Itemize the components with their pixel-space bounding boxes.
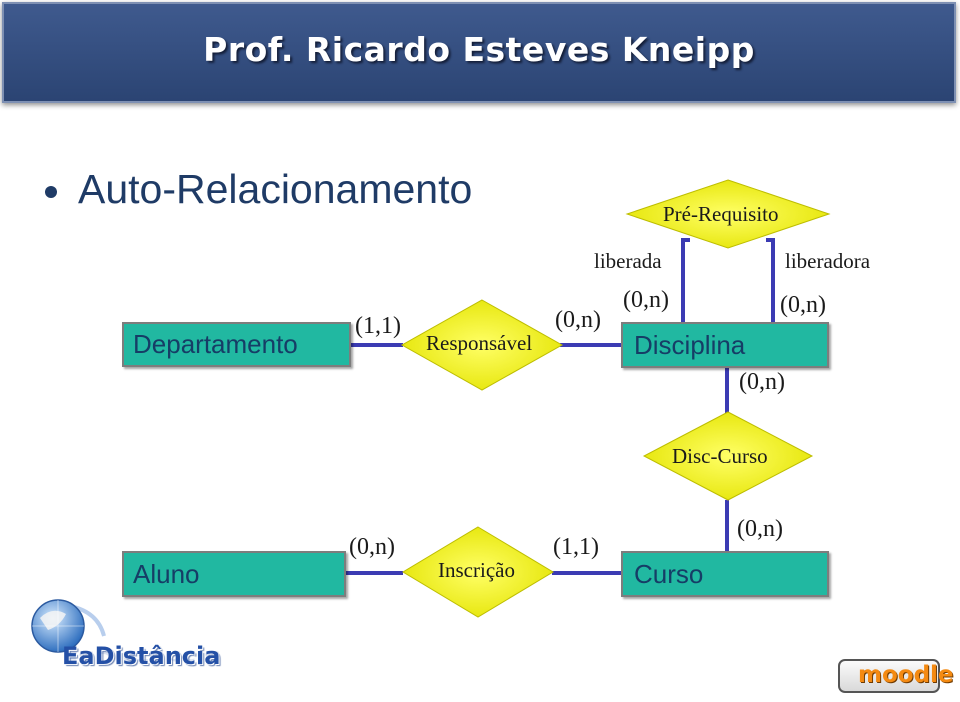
card-responsavel-disciplina: (0,n) [555, 307, 601, 333]
card-departamento-responsavel: (1,1) [355, 313, 401, 339]
departamento-entity [122, 322, 351, 367]
card-disciplina-disc-curso: (0,n) [739, 369, 785, 395]
bullet-text: Auto-Relacionamento [78, 166, 473, 212]
inscricao-label: Inscrição [438, 558, 515, 582]
card-curso-disc-curso: (0,n) [737, 516, 783, 542]
departamento-label: Departamento [133, 329, 298, 359]
eadistancia-globe-icon [31, 599, 106, 653]
moodle-logo-text: moodle [858, 662, 954, 688]
disc-curso-label: Disc-Curso [672, 444, 768, 468]
curso-entity [621, 551, 829, 597]
role-liberadora: liberadora [785, 249, 871, 273]
role-liberada: liberada [594, 249, 662, 273]
eadistancia-logo: EaDistância [62, 642, 221, 670]
responsavel-diamond [400, 299, 564, 391]
aluno-entity [122, 551, 346, 597]
line-disciplina-liberadora [766, 238, 775, 323]
card-aluno-inscricao: (0,n) [349, 534, 395, 560]
header-banner: Prof. Ricardo Esteves Kneipp [2, 2, 956, 103]
responsavel-label: Responsável [426, 331, 533, 355]
eadistancia-logo-reflection: EaDistância [62, 647, 221, 668]
curso-label: Curso [634, 559, 704, 589]
pre-requisito-label: Pré-Requisito [663, 202, 779, 226]
card-inscricao-curso: (1,1) [553, 534, 599, 560]
header-title: Prof. Ricardo Esteves Kneipp [203, 30, 755, 69]
pre-requisito-diamond [625, 179, 831, 249]
bullet-dot [45, 186, 57, 198]
line-disciplina-liberada [681, 238, 690, 323]
moodle-logo: moodle [838, 659, 954, 693]
card-disciplina-liberadora: (0,n) [780, 292, 826, 318]
disc-curso-diamond [642, 411, 814, 501]
disciplina-entity [621, 322, 829, 368]
aluno-label: Aluno [133, 559, 200, 589]
card-disciplina-liberada: (0,n) [623, 287, 669, 313]
disciplina-label: Disciplina [634, 330, 746, 360]
inscricao-diamond [402, 526, 554, 618]
